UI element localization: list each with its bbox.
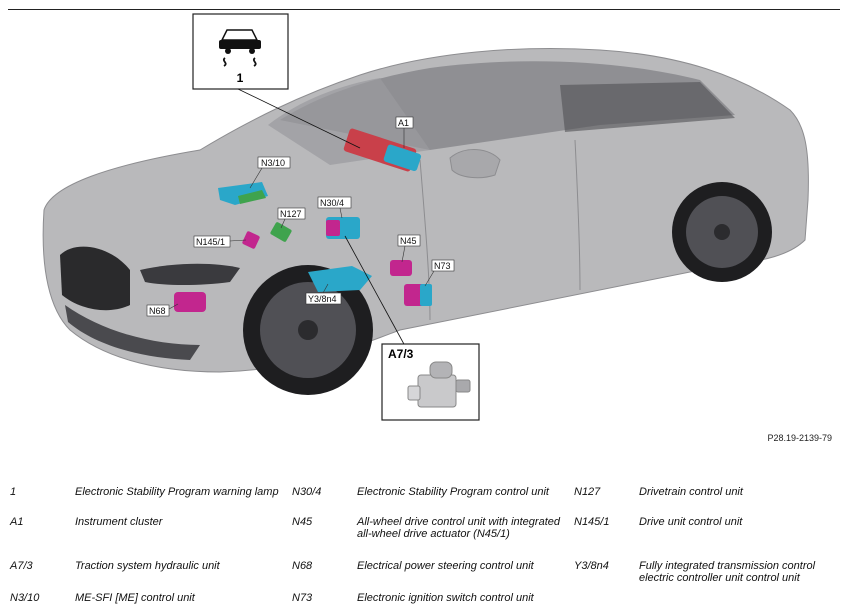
legend-code: N45 [292, 516, 313, 528]
n145-1-unit [242, 231, 260, 249]
headlight [140, 263, 240, 285]
instrument-cluster-cyan [383, 144, 422, 171]
callout-n73: N73 [424, 259, 455, 287]
n30-4-unit-magenta [326, 220, 340, 236]
side-mirror [449, 149, 501, 179]
svg-text:N145/1: N145/1 [196, 237, 225, 247]
legend-code: N145/1 [574, 516, 610, 528]
legend-description: Drivetrain control unit [639, 486, 743, 498]
callout-n45: N45 [397, 234, 421, 263]
legend-description: Drive unit control unit [639, 516, 743, 528]
legend-code: N68 [292, 560, 313, 572]
callout-a1: A1 [395, 116, 414, 148]
hydraulic-unit-inset: A7/3 [344, 235, 480, 421]
warning-lamp-leader [237, 88, 361, 149]
svg-text:N30/4: N30/4 [320, 198, 344, 208]
warning-lamp-inset: 1 [192, 13, 361, 149]
svg-text:N45: N45 [400, 236, 417, 246]
hydraulic-unit-illustration [407, 361, 471, 408]
top-rule [8, 9, 840, 10]
rear-door-line [574, 139, 581, 291]
warning-lamp-label: 1 [237, 71, 244, 85]
legend-description: Instrument cluster [75, 516, 163, 528]
callout-n30-4: N30/4 [317, 196, 352, 219]
legend-description: Electrical power steering control unit [357, 560, 534, 572]
legend-description: Fully integrated transmission control el… [639, 560, 816, 584]
svg-text:N68: N68 [149, 306, 166, 316]
legend-table: 1 Electronic Stability Program warning l… [0, 478, 850, 613]
car-body [42, 47, 809, 373]
callout-y3-8n4: Y3/8n4 [305, 283, 342, 305]
legend-code: Y3/8n4 [574, 560, 609, 572]
hydraulic-unit-leader [344, 235, 406, 347]
rear-wheel-hub [714, 224, 730, 240]
callout-labels: A1 N3/10 N127 N30/4 N145/1 N45 [146, 116, 455, 317]
legend-description: Electronic Stability Program warning lam… [75, 486, 279, 498]
svg-text:A1: A1 [398, 118, 409, 128]
callout-n145-1: N145/1 [193, 235, 247, 248]
callout-n68: N68 [146, 303, 179, 317]
callout-n127: N127 [277, 207, 306, 229]
vehicle-component-diagram: 1 A7/3 A1 N3/10 N127 [42, 13, 809, 421]
legend-description: All-wheel drive control unit with integr… [357, 516, 560, 540]
n3-10-unit-green [238, 190, 266, 204]
legend-code: N3/10 [10, 592, 40, 604]
n45-unit [390, 260, 412, 276]
grille [60, 246, 130, 311]
n127-unit [270, 222, 292, 242]
components [174, 128, 432, 312]
y3-8n4-unit [308, 266, 372, 292]
car-illustration [42, 47, 809, 395]
svg-text:N3/10: N3/10 [261, 158, 285, 168]
esp-warning-icon [219, 29, 261, 67]
figure-id: P28.19-2139-79 [767, 433, 832, 443]
legend-description: ME-SFI [ME] control unit [75, 592, 195, 604]
hydraulic-unit-label: A7/3 [388, 347, 414, 361]
legend-code: N73 [292, 592, 313, 604]
svg-text:N73: N73 [434, 261, 451, 271]
legend-description: Electronic Stability Program control uni… [357, 486, 549, 498]
legend-code: A1 [10, 516, 24, 528]
callout-n3-10: N3/10 [249, 156, 291, 189]
n73-unit-cyan [420, 284, 432, 306]
legend-code: N30/4 [292, 486, 322, 498]
legend-code: 1 [10, 486, 17, 498]
side-window [560, 82, 735, 132]
lower-intake [65, 305, 200, 360]
svg-text:Y3/8n4: Y3/8n4 [308, 294, 337, 304]
legend-description: Electronic ignition switch control unit [357, 592, 534, 604]
legend-code: N127 [574, 486, 601, 498]
legend-description: Traction system hydraulic unit [75, 560, 220, 572]
front-wheel-hub [298, 320, 318, 340]
legend-code: A7/3 [10, 560, 33, 572]
n68-unit [174, 292, 206, 312]
svg-text:N127: N127 [280, 209, 302, 219]
